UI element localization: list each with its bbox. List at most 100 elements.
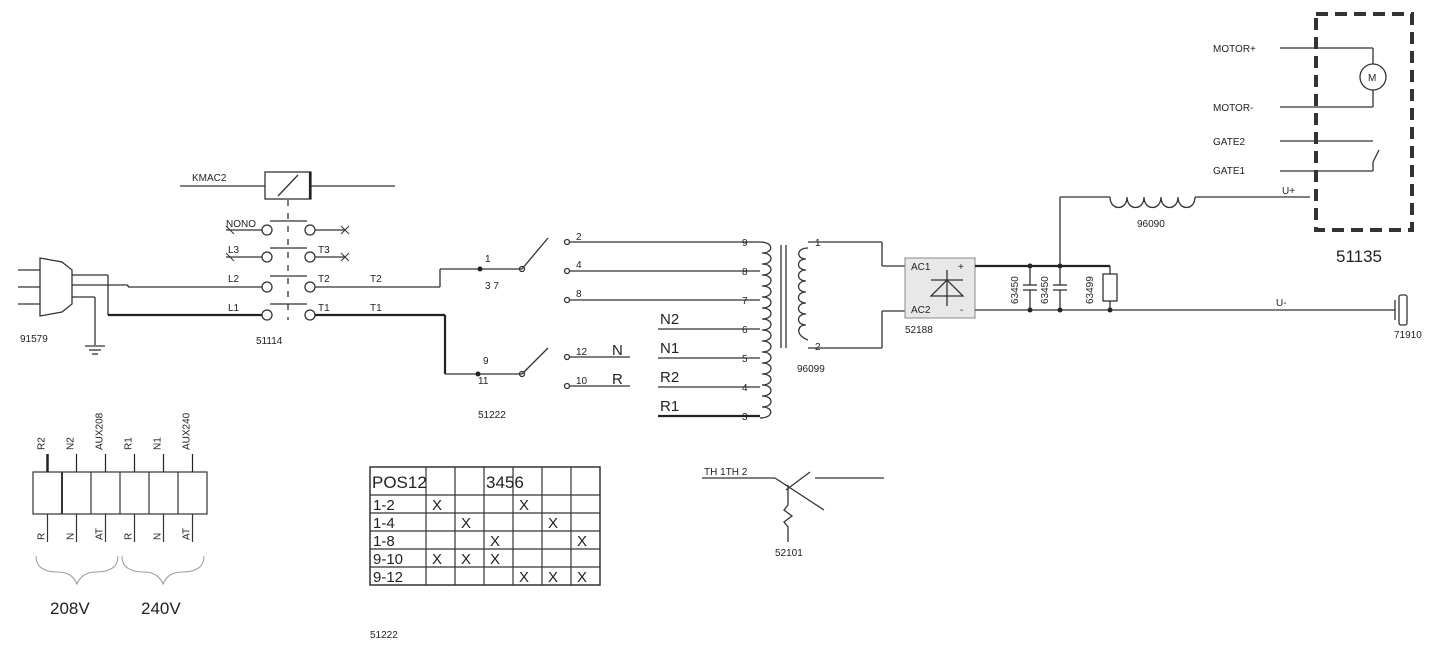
terminal-bottom-label: N [66, 533, 77, 540]
sel-pin-4: 4 [576, 260, 582, 271]
sec-pin-2: 2 [815, 342, 821, 353]
contact-l1 [261, 303, 445, 321]
sel-pin-12: 12 [576, 347, 588, 358]
terminal-top-label: R1 [124, 437, 135, 450]
sec-pin-1: 1 [815, 238, 821, 249]
inductor-ref: 96090 [1137, 219, 1165, 230]
coil-label: KMAC2 [192, 173, 227, 184]
table-cell-mark: X [432, 497, 442, 514]
table-row-label: 9-12 [373, 569, 403, 586]
capacitor-2 [1053, 266, 1067, 310]
voltage-208-label: 208V [50, 599, 90, 618]
tap-6: 6 [742, 325, 748, 336]
sel-pin-2: 2 [576, 232, 582, 243]
bridge-ac1: AC1 [911, 262, 931, 273]
tap-7: 7 [742, 296, 748, 307]
contact-t2-label: T2 [318, 274, 330, 285]
output-connector [1394, 294, 1408, 326]
bridge-rectifier [904, 257, 976, 319]
table-cell-mark: X [490, 551, 500, 568]
table-cell-mark: X [461, 515, 471, 532]
tap-4: 4 [742, 383, 748, 394]
motor-minus-label: MOTOR- [1213, 103, 1253, 114]
connector-ref: 71910 [1394, 330, 1422, 341]
terminal-top-label: AUX208 [95, 412, 106, 450]
terminal-top-label: AUX240 [182, 412, 193, 450]
gate1-label: GATE1 [1213, 166, 1245, 177]
plug-ref: 91579 [20, 334, 48, 345]
table-row-label: 1-4 [373, 515, 395, 532]
contact-t3-label: T3 [318, 245, 330, 256]
tap-9: 9 [742, 238, 748, 249]
table-row-label: 1-2 [373, 497, 395, 514]
transformer-primary-coil [759, 241, 772, 419]
table-header-cell: 3456 [486, 473, 524, 492]
sel-pin-3-7: 3 7 [485, 281, 499, 292]
power-plug [18, 257, 128, 345]
bridge-ac2: AC2 [911, 305, 931, 316]
bridge-plus: + [958, 262, 964, 273]
contact-t1-label: T1 [318, 303, 330, 314]
u-minus-label: U- [1276, 298, 1287, 309]
terminal-top-label: N2 [66, 437, 77, 450]
table-cell-mark: X [519, 497, 529, 514]
contactor-ref: 51114 [256, 336, 283, 347]
contactor-coil [180, 171, 395, 200]
terminal-bottom-label: N [153, 533, 164, 540]
table-cell-mark: X [519, 569, 529, 586]
sel-r-label: R [612, 371, 623, 388]
tap-n2-label: N2 [660, 311, 679, 328]
contact-nono-label: NONO [226, 219, 256, 230]
bridge-ref: 52188 [905, 325, 933, 336]
table-cell-mark: X [432, 551, 442, 568]
tap-n1-label: N1 [660, 340, 679, 357]
contact-l2 [261, 275, 440, 293]
t1-out-label: T1 [370, 303, 382, 314]
table-cell-mark: X [548, 569, 558, 586]
contact-l1-label: L1 [228, 303, 240, 314]
transformer-secondary-coil [797, 247, 809, 341]
board-ref: 51135 [1336, 247, 1382, 266]
selector-ref: 51222 [478, 410, 506, 421]
sel-n-label: N [612, 342, 623, 359]
table-cell-mark: X [461, 551, 471, 568]
thermostat [702, 471, 884, 542]
u-plus-label: U+ [1282, 186, 1295, 197]
terminal-bottom-label: AT [95, 528, 106, 540]
motor-m-label: M [1368, 73, 1376, 84]
table-cell-mark: X [548, 515, 558, 532]
sel-pin-1: 1 [485, 254, 491, 265]
sel-pin-11: 11 [478, 376, 489, 387]
inductor [1109, 196, 1196, 209]
thermostat-ref: 52101 [775, 548, 803, 559]
transformer-ref: 96099 [797, 364, 825, 375]
tap-5: 5 [742, 354, 748, 365]
motor-plus-label: MOTOR+ [1213, 44, 1256, 55]
table-row-label: 9-10 [373, 551, 403, 568]
tap-r1-label: R1 [660, 398, 679, 415]
table-cell-mark: X [577, 533, 587, 550]
contact-l3-label: L3 [228, 245, 240, 256]
cap2-ref: 63450 [1040, 276, 1051, 304]
bridge-minus: - [960, 305, 963, 316]
voltage-240-label: 240V [141, 599, 181, 618]
t2-out-label: T2 [370, 274, 382, 285]
ground-symbol [85, 345, 105, 355]
terminal-top-label: R2 [37, 437, 48, 450]
contact-l2-label: L2 [228, 274, 240, 285]
tap-3: 3 [742, 412, 748, 423]
terminal-bottom-label: R [37, 533, 48, 540]
table-ref: 51222 [370, 630, 398, 641]
table-cell-mark: X [490, 533, 500, 550]
terminal-top-label: N1 [153, 437, 164, 450]
res-ref: 63499 [1085, 276, 1096, 304]
sel-pin-8: 8 [576, 289, 582, 300]
sel-pin-10: 10 [576, 376, 588, 387]
cap1-ref: 63450 [1010, 276, 1021, 304]
table-header-cell: POS12 [372, 473, 427, 492]
tap-8: 8 [742, 267, 748, 278]
terminal-bottom-label: R [124, 533, 135, 540]
contact-l3 [225, 247, 350, 263]
